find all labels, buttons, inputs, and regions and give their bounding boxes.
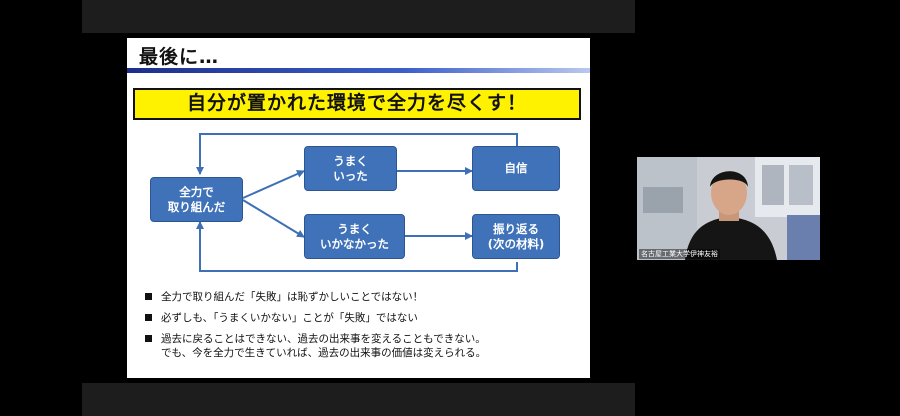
bullet-item: 必ずしも、「うまくいかない」ことが「失敗」ではない — [145, 311, 585, 325]
arrow-start-to-success — [242, 170, 305, 199]
bullet-item-continuation: でも、今を全力で生きていれば、過去の出来事の価値は変えられる。 — [145, 346, 585, 360]
bullet-item: 全力で取り組んだ「失敗」は恥ずかしいことではない！ — [145, 290, 585, 304]
box-did-not-go-well-line1: うまく — [337, 221, 372, 236]
bullet-text: 過去に戻ることはできない、過去の出来事を変えることもできない。 — [161, 333, 486, 345]
box-full-effort-line1: 全力で — [179, 184, 214, 199]
bullet-text: 全力で取り組んだ「失敗」は恥ずかしいことではない！ — [161, 291, 424, 303]
shared-slide: 最後に… 自分が置かれた環境で全力を尽くす！ 全力で 取り組んだ うまく いった… — [127, 38, 590, 378]
bullet-text: でも、今を全力で生きていれば、過去の出来事の価値は変えられる。 — [161, 347, 487, 359]
box-went-well-line1: うまく — [333, 153, 368, 168]
box-full-effort: 全力で 取り組んだ — [150, 177, 243, 222]
participant-name-label: 名古屋工業大学伊神友裕 — [639, 249, 720, 259]
box-confidence-label: 自信 — [504, 161, 528, 175]
top-bar — [82, 0, 635, 33]
slide-banner: 自分が置かれた環境で全力を尽くす！ — [133, 88, 581, 120]
box-went-well: うまく いった — [304, 146, 397, 191]
bullet-marker — [145, 335, 152, 342]
video-feed — [637, 157, 820, 260]
box-confidence: 自信 — [472, 146, 560, 191]
loop-arrow-top — [196, 133, 518, 175]
bullet-marker — [145, 314, 152, 321]
slide-title: 最後に… — [139, 46, 220, 68]
loop-arrow-bottom — [196, 221, 518, 272]
bottom-bar — [82, 383, 635, 416]
arrow-start-to-failure — [242, 199, 305, 238]
bullet-item: 過去に戻ることはできない、過去の出来事を変えることもできない。 — [145, 332, 585, 346]
box-went-well-line2: いった — [333, 168, 368, 183]
box-reflect: 振り返る (次の材料) — [472, 214, 560, 259]
title-underline — [127, 68, 590, 73]
box-did-not-go-well-line2: いかなかった — [320, 236, 389, 251]
box-reflect-line2: (次の材料) — [487, 236, 545, 251]
bullet-marker — [145, 293, 152, 300]
bullet-text: 必ずしも、「うまくいかない」ことが「失敗」ではない — [161, 312, 418, 324]
box-did-not-go-well: うまく いかなかった — [304, 214, 405, 259]
flow-diagram — [196, 133, 518, 272]
participant-video-tile[interactable]: 名古屋工業大学伊神友裕 — [637, 157, 820, 260]
box-reflect-line1: 振り返る — [493, 221, 539, 236]
box-full-effort-line2: 取り組んだ — [167, 199, 226, 214]
bullet-list: 全力で取り組んだ「失敗」は恥ずかしいことではない！ 必ずしも、「うまくいかない」… — [145, 290, 585, 367]
